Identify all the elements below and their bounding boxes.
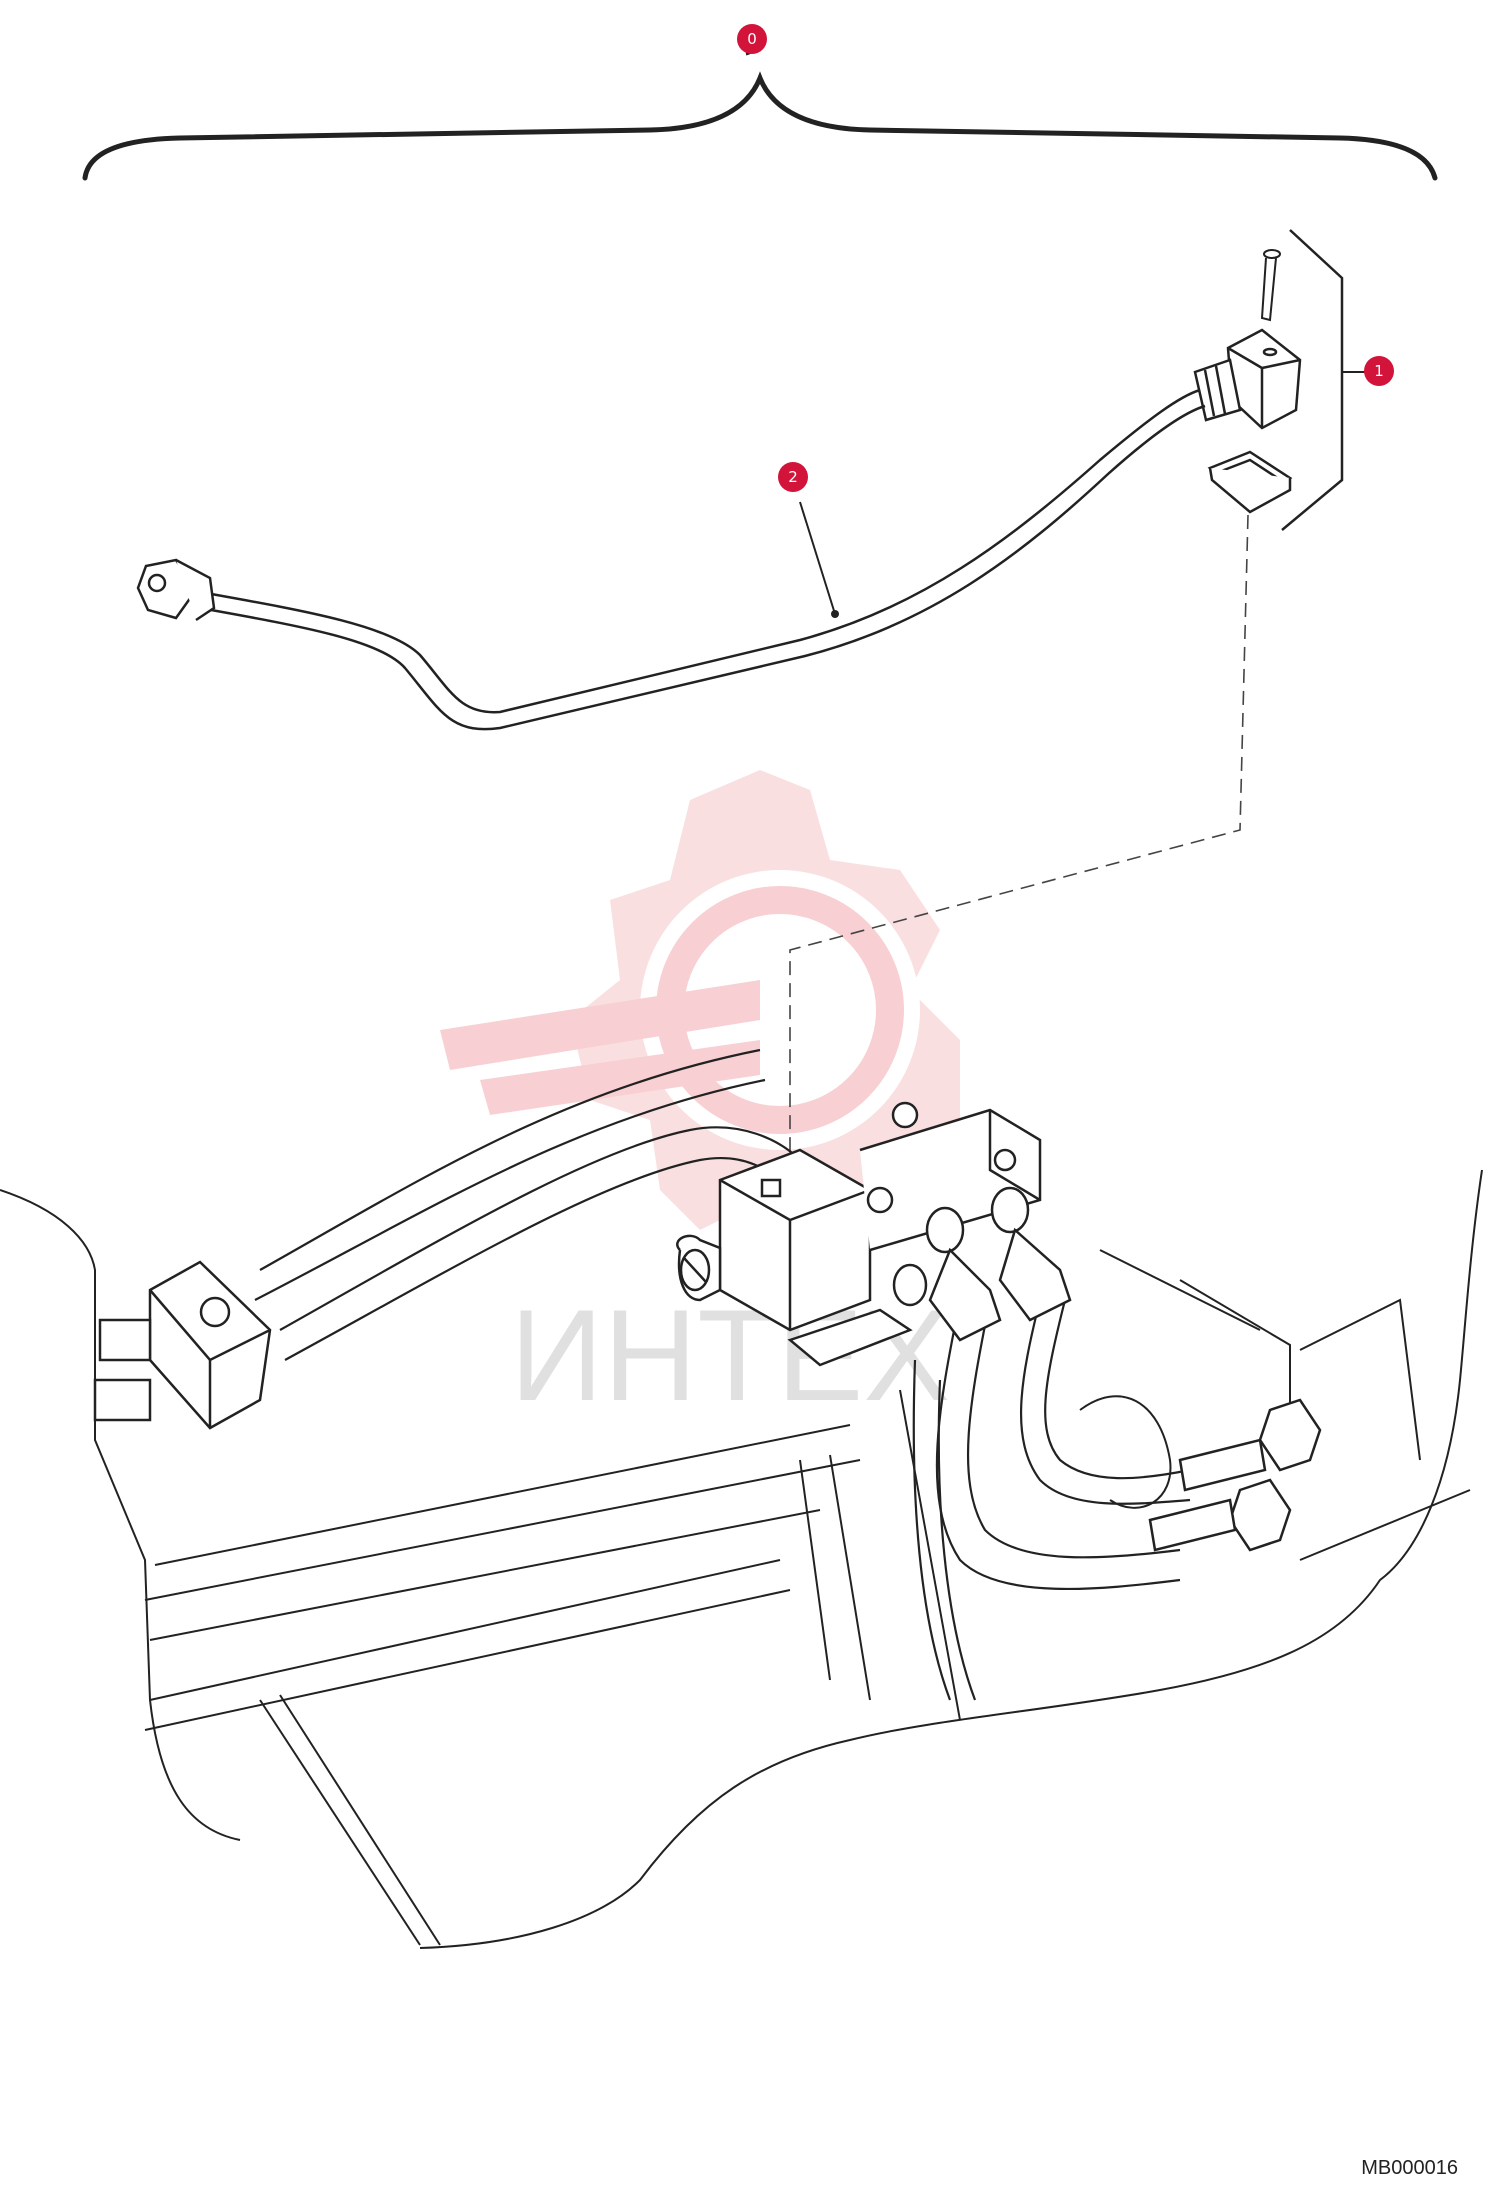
callout-1[interactable]: 1 [1364, 356, 1394, 386]
hose-clamp [93, 1260, 272, 1430]
hydraulic-fittings [892, 1186, 1322, 1552]
callout-0[interactable]: 0 [737, 24, 767, 54]
part-1-bracket [1281, 229, 1344, 531]
watermark-logo-icon [440, 770, 960, 1240]
wire-harness [199, 388, 1206, 731]
watermark-text: ИНТЕХ [510, 1282, 950, 1428]
drawing-code: MB000016 [1361, 2157, 1458, 2179]
assembly-path-line [789, 514, 1249, 1200]
harness-end-connector [136, 558, 216, 622]
gasket [1207, 450, 1293, 514]
solenoid-valve-block [676, 1101, 1042, 1367]
connector-plug [1193, 328, 1302, 430]
callout-2[interactable]: 2 [778, 462, 808, 492]
assembly-brace [82, 71, 1438, 181]
screw [1260, 249, 1281, 322]
hydraulic-hoses [254, 1048, 1191, 1701]
machine-body [0, 1169, 1483, 1949]
